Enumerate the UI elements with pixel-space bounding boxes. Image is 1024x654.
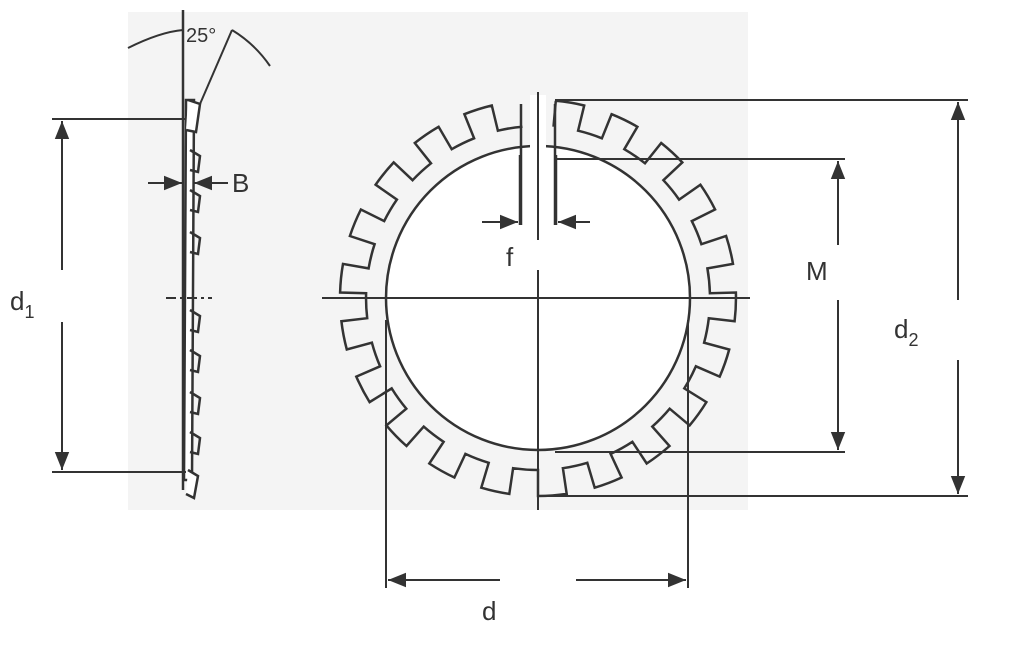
d1-sub: 1 (24, 302, 34, 322)
angle-label: 25° (186, 25, 216, 47)
m-label: M (806, 256, 828, 286)
angle-dimension (127, 29, 271, 105)
f-label: f (506, 242, 514, 272)
d2-main: d (894, 314, 908, 344)
d1-label: d1 (10, 286, 34, 322)
b-label: B (232, 168, 249, 198)
d1-main: d (10, 286, 24, 316)
d2-label: d2 (894, 314, 918, 350)
d2-sub: 2 (908, 330, 918, 350)
front-view (322, 92, 750, 510)
d-dimension (385, 320, 689, 588)
center-lines (322, 92, 750, 510)
d2-label-bg (890, 310, 970, 356)
side-view (166, 10, 212, 500)
d1-dimension (52, 118, 186, 473)
d-label: d (482, 596, 496, 626)
m-label-bg (800, 250, 920, 290)
d2-dimension (548, 99, 968, 497)
f-label-bg (500, 240, 580, 270)
m-dimension (555, 158, 846, 453)
